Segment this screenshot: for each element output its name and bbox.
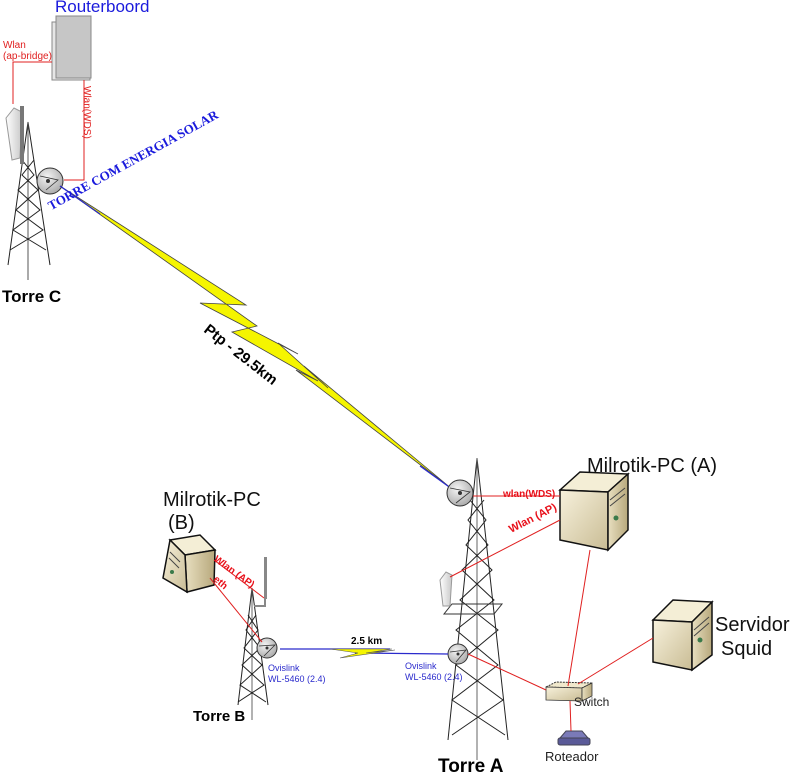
ptp-short-bolt <box>329 648 396 659</box>
mikrotik-b-label-line1: Milrotik-PC <box>163 489 261 511</box>
routerboard-device <box>51 15 92 81</box>
mikrotik-pc-a <box>558 471 630 552</box>
wire-routerboard-wds <box>64 80 85 181</box>
routerboard-label: Routerboord <box>55 0 150 16</box>
tower-a-label: Torre A <box>438 756 504 777</box>
tower-a <box>442 457 509 760</box>
tower-c-label: Torre C <box>2 287 62 306</box>
router-device <box>557 730 591 746</box>
omni-antenna-b <box>254 557 267 607</box>
router-label: Roteador <box>545 749 599 764</box>
ptp-short-label: 2.5 km <box>351 636 383 647</box>
dish-antenna-b <box>256 637 278 659</box>
mikrotik-b-label-line2: (B) <box>168 512 195 534</box>
tower-b-label: Torre B <box>193 708 246 725</box>
ovislink-b-line2: WL-5460 (2.4) <box>268 674 326 684</box>
ovislink-b-line1: Ovislink <box>268 663 300 673</box>
squid-server <box>651 599 714 672</box>
ptp-long-bolt <box>59 185 453 490</box>
routerboard-ap-link-label: Wlan (ap-bridge) <box>3 40 52 62</box>
routerboard-wds-link-label: Wlan(WDS) <box>81 86 92 139</box>
tower-c <box>7 121 51 280</box>
squid-label-line2: Squid <box>721 638 773 660</box>
mikrotik-a-wds-link-label: wlan(WDS) <box>503 489 556 500</box>
switch-device <box>545 681 593 702</box>
mikrotik-pc-b <box>162 534 217 594</box>
panel-antenna-c <box>5 106 24 164</box>
ovislink-a-line2: WL-5460 (2.4) <box>405 672 463 682</box>
dish-antenna-a-top <box>446 479 474 507</box>
ovislink-a-line1: Ovislink <box>405 661 437 671</box>
squid-label-line1: Servidor <box>715 614 790 636</box>
dish-antenna-a-bottom <box>447 643 469 665</box>
dish-antenna-c <box>36 167 64 195</box>
mikrotik-a-label: Milrotik-PC (A) <box>587 455 717 477</box>
wired-connections <box>209 495 654 732</box>
panel-antenna-a <box>439 571 453 607</box>
wire-routerboard-ap <box>12 61 52 104</box>
switch-label: Switch <box>574 695 610 709</box>
